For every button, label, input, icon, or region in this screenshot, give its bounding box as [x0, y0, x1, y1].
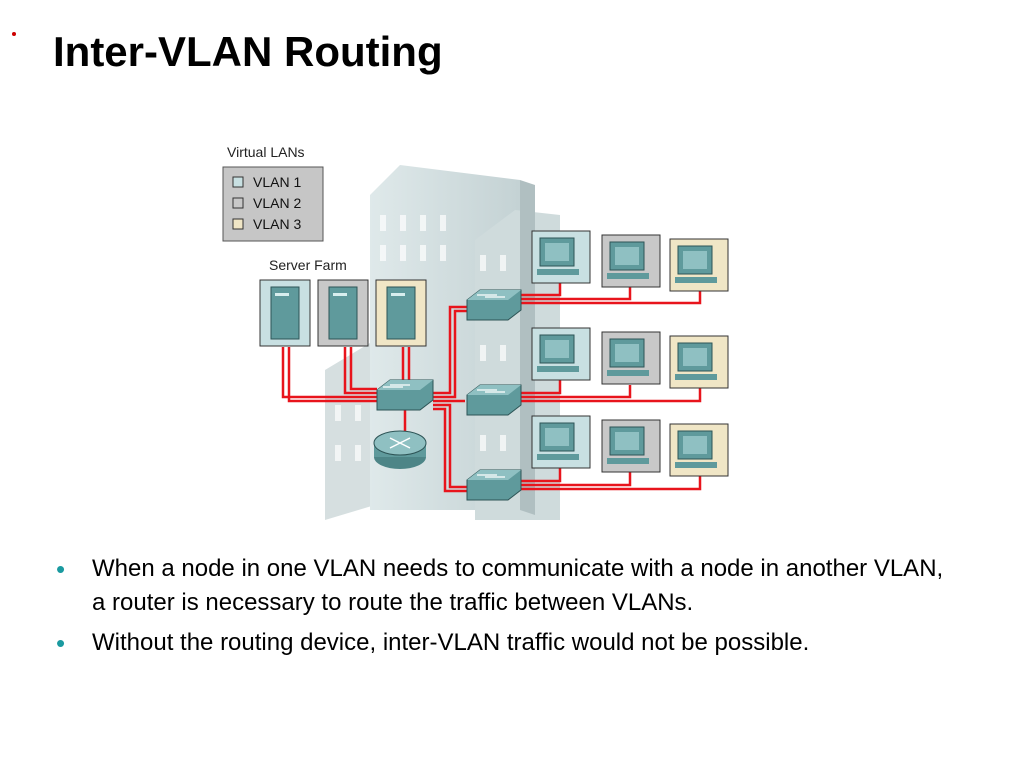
pc-row3-vlan1 [531, 415, 591, 469]
pc-row2-vlan2 [601, 331, 661, 385]
pc-row3-vlan2 [601, 419, 661, 473]
core-switch [376, 379, 434, 411]
server-vlan2 [317, 279, 369, 347]
pc-row2-vlan1 [531, 327, 591, 381]
legend-swatch-vlan1 [232, 176, 244, 188]
legend-swatch-vlan2 [232, 197, 244, 209]
server-farm-label: Server Farm [269, 257, 347, 273]
access-switch-2 [466, 384, 522, 416]
pc-row1-vlan3 [669, 238, 729, 292]
pc-row2-vlan3 [669, 335, 729, 389]
pc-row1-vlan1 [531, 230, 591, 284]
server-vlan1 [259, 279, 311, 347]
legend-item-vlan2: VLAN 2 [253, 195, 301, 211]
legend-title: Virtual LANs [227, 144, 305, 160]
bullet-item: • When a node in one VLAN needs to commun… [56, 552, 956, 620]
bullet-text: When a node in one VLAN needs to communi… [92, 555, 944, 616]
bullet-item: • Without the routing device, inter-VLAN … [56, 626, 956, 660]
access-switch-1 [466, 289, 522, 321]
router [373, 430, 427, 469]
legend-item-vlan1: VLAN 1 [253, 174, 301, 190]
bullet-marker: • [56, 554, 66, 584]
page-title: Inter-VLAN Routing [53, 28, 443, 75]
bullet-text: Without the routing device, inter-VLAN t… [92, 629, 810, 656]
corner-dot [12, 32, 16, 36]
pc-row3-vlan3 [669, 423, 729, 477]
bullet-marker: • [56, 628, 66, 658]
bullet-list: • When a node in one VLAN needs to commun… [56, 552, 956, 666]
access-switch-3 [466, 469, 522, 501]
server-vlan3 [375, 279, 427, 347]
building-background [325, 165, 560, 520]
network-links [281, 283, 702, 493]
legend-swatch-vlan3 [232, 218, 244, 230]
legend-item-vlan3: VLAN 3 [253, 216, 301, 232]
vlan-diagram: Virtual LANs VLAN 1 VLAN 2 VLAN 3 Server… [222, 144, 729, 520]
pc-row1-vlan2 [601, 234, 661, 288]
